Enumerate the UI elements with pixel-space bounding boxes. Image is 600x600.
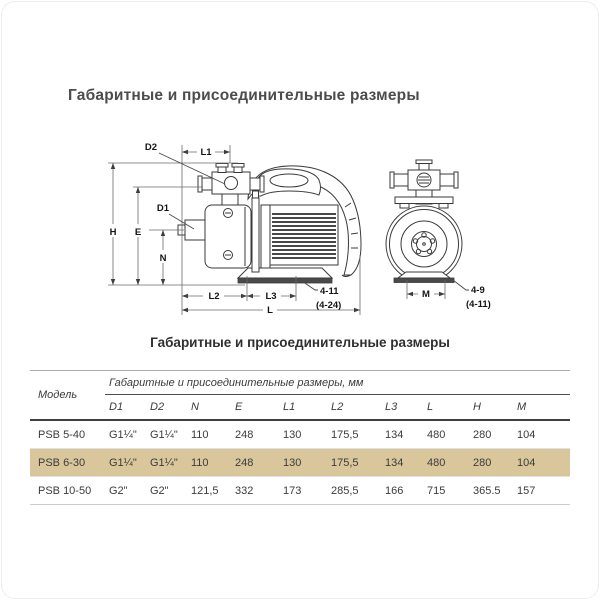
pump-side-view xyxy=(177,163,362,284)
value-cell: 285,5 xyxy=(327,476,381,505)
model-column-header: Модель xyxy=(30,370,105,421)
diagram-caption: Габаритные и присоединительные размеры xyxy=(150,335,450,350)
pump-front-view xyxy=(385,159,463,283)
column-header: E xyxy=(231,394,279,421)
dim-label-l2: L2 xyxy=(208,291,219,302)
value-cell: 480 xyxy=(423,448,469,477)
value-cell: 110 xyxy=(187,448,231,477)
value-cell: 175,5 xyxy=(327,420,381,449)
dimensions-table: Модель Габаритные и присоединительные ра… xyxy=(30,370,570,505)
column-header: L2 xyxy=(327,394,381,421)
value-cell: 173 xyxy=(279,476,327,505)
dim-label-m: M xyxy=(422,289,430,300)
value-cell: 175,5 xyxy=(327,448,381,477)
value-cell: 332 xyxy=(231,476,279,505)
value-cell: 110 xyxy=(187,420,231,449)
column-header: L3 xyxy=(381,394,423,421)
column-header: L xyxy=(423,394,469,421)
value-cell: 130 xyxy=(279,448,327,477)
side-holes-label: 4-11 xyxy=(320,286,339,297)
value-cell: 365.5 xyxy=(469,476,513,505)
group-header: Габаритные и присоединительные размеры, … xyxy=(105,370,570,395)
value-cell: 121,5 xyxy=(187,476,231,505)
value-cell: 480 xyxy=(423,420,469,449)
column-header: N xyxy=(187,394,231,421)
column-header: L1 xyxy=(279,394,327,421)
value-cell: 157 xyxy=(513,476,570,505)
dim-label-d1: D1 xyxy=(157,203,170,214)
dim-label-d2: D2 xyxy=(145,142,157,153)
value-cell: 104 xyxy=(513,420,570,449)
shroud-vents xyxy=(344,202,359,249)
page-title: Габаритные и присоединительные размеры xyxy=(68,87,420,104)
model-cell: PSB 5-40 xyxy=(30,420,105,449)
value-cell: 130 xyxy=(279,420,327,449)
column-header: M xyxy=(513,394,570,421)
value-cell: G2" xyxy=(146,476,187,505)
pump-dimension-drawing: L1 H E N L2 L3 L M D2 xyxy=(106,142,491,316)
value-cell: 715 xyxy=(423,476,469,505)
group-header-row: Модель Габаритные и присоединительные ра… xyxy=(30,370,570,421)
value-cell: 166 xyxy=(381,476,423,505)
dim-label-l: L xyxy=(267,305,273,316)
dim-label-e: E xyxy=(135,227,141,238)
value-cell: G1¼" xyxy=(146,420,187,449)
value-cell: 280 xyxy=(469,448,513,477)
model-cell: PSB 10-50 xyxy=(30,476,105,505)
value-cell: 248 xyxy=(231,420,279,449)
front-holes-note: (4-11) xyxy=(466,299,491,310)
dim-label-l3: L3 xyxy=(265,291,276,302)
dimension-lines: L1 H E N L2 L3 L M D2 xyxy=(106,142,491,316)
value-cell: 134 xyxy=(381,448,423,477)
column-header: D2 xyxy=(146,394,187,421)
model-cell: PSB 6-30 xyxy=(30,448,105,477)
value-cell: 104 xyxy=(513,448,570,477)
value-cell: G1¼" xyxy=(105,448,146,477)
side-holes-note: (4-24) xyxy=(316,300,341,311)
value-cell: 134 xyxy=(381,420,423,449)
column-header: H xyxy=(469,394,513,421)
column-header: D1 xyxy=(105,394,146,421)
value-cell: 248 xyxy=(231,448,279,477)
dim-label-l1: L1 xyxy=(200,147,212,158)
value-cell: G1¼" xyxy=(146,448,187,477)
dim-label-n: N xyxy=(160,253,167,264)
front-holes-label: 4-9 xyxy=(471,285,485,296)
value-cell: G1¼" xyxy=(105,420,146,449)
value-cell: 280 xyxy=(469,420,513,449)
value-cell: G2" xyxy=(105,476,146,505)
dim-label-h: H xyxy=(110,227,117,238)
